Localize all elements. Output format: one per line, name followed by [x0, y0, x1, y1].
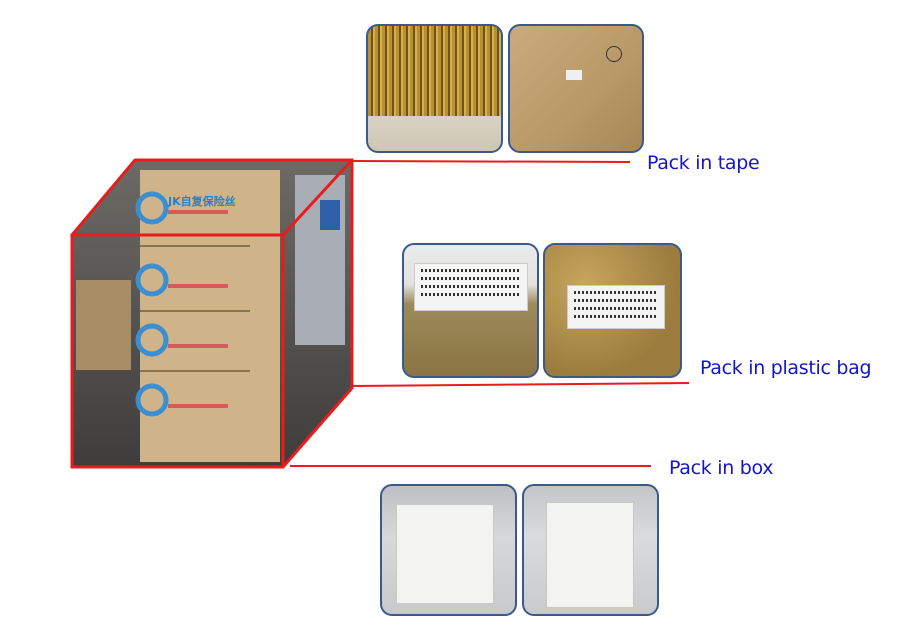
tape-carton-photo [508, 24, 644, 153]
white-box-photo-1 [380, 484, 517, 616]
white-box [546, 502, 634, 608]
bag-connector-line [351, 382, 690, 387]
pack-in-plastic-bag-label: Pack in plastic bag [700, 357, 872, 379]
carton-stack-cube: JK自复保险丝 [70, 158, 354, 469]
bag-label-sticker [567, 285, 665, 329]
carton-logo-text: JK自复保险丝 [167, 194, 236, 208]
plastic-bag-photo-1 [402, 243, 539, 378]
pack-in-box-label: Pack in box [669, 457, 774, 479]
tape-connector-line [351, 160, 631, 163]
bag-label-sticker [414, 263, 528, 311]
up-arrow-icon [606, 46, 622, 62]
carton-sticker [566, 70, 582, 80]
plastic-bag-photo-2 [543, 243, 682, 378]
pack-in-tape-label: Pack in tape [647, 152, 760, 174]
white-box-photo-2 [522, 484, 659, 616]
white-box [396, 504, 494, 604]
tape-reel-photo [366, 24, 503, 153]
